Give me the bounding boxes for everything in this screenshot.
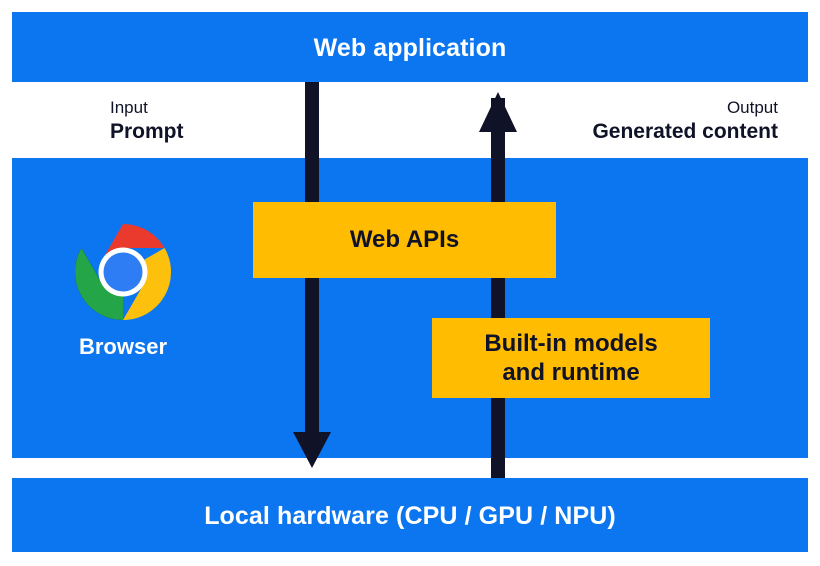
band-web-application-label: Web application xyxy=(313,34,507,62)
band-web-application: Web application xyxy=(12,12,808,82)
io-input-group: Input Prompt xyxy=(110,98,184,145)
io-output-group: Output Generated content xyxy=(592,98,778,145)
box-builtin-models-line1: Built-in models xyxy=(484,329,658,357)
io-output-kicker: Output xyxy=(726,98,778,117)
box-web-apis: Web APIs xyxy=(253,202,556,278)
box-builtin-models-text: Built-in models and runtime xyxy=(484,329,657,388)
browser-block: Browser xyxy=(58,222,188,358)
io-input-kicker: Input xyxy=(110,98,148,117)
band-local-hardware: Local hardware (CPU / GPU / NPU) xyxy=(12,478,808,552)
box-builtin-models: Built-in models and runtime xyxy=(432,318,710,398)
io-output-value: Generated content xyxy=(592,120,778,144)
io-input-value: Prompt xyxy=(110,120,184,144)
chrome-logo-icon xyxy=(74,224,172,320)
band-browser-label: Browser xyxy=(78,334,168,359)
band-local-hardware-label: Local hardware (CPU / GPU / NPU) xyxy=(204,502,616,530)
box-web-apis-label: Web APIs xyxy=(349,226,460,254)
box-builtin-models-line2: and runtime xyxy=(502,359,640,386)
